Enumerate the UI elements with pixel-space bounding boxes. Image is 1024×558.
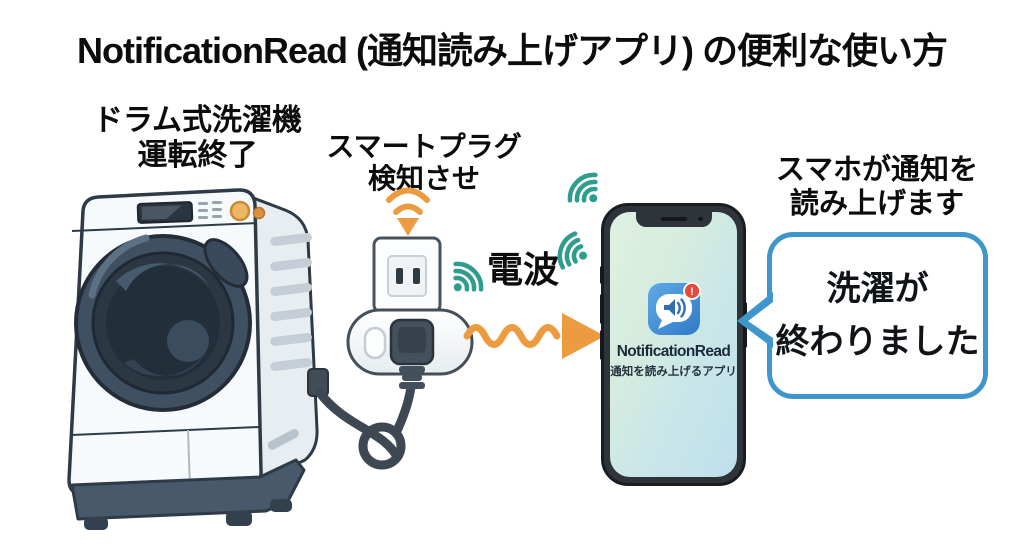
speech-bubble-speaker-icon [655, 294, 692, 329]
detect-arcs-icon [386, 187, 430, 215]
wall-outlet [372, 236, 442, 314]
control-grill-icon [198, 201, 222, 219]
speech-bubble: 洗濯が 終わりました [767, 232, 988, 399]
control-display [136, 201, 194, 224]
wifi-icon [453, 261, 484, 292]
vent-slats-icon [267, 232, 312, 450]
smart-plug-illustration [346, 187, 484, 389]
phone-notch [635, 212, 712, 227]
down-arrow-icon [397, 218, 419, 236]
speech-bubble-line1: 洗濯が [826, 269, 929, 308]
phone-label: スマホが通知を 読み上げます [768, 154, 986, 221]
smart-plug-label-line1: スマートプラグ [326, 131, 522, 162]
drum-door [74, 234, 252, 412]
volume-up-button [600, 294, 604, 324]
speech-bubble-line2: 終わりました [775, 322, 980, 361]
washer-label: ドラム式洗濯機 運転終了 [55, 104, 340, 174]
power-button [229, 200, 251, 222]
svg-text:!: ! [690, 286, 694, 298]
speech-bubble-tail [737, 292, 773, 348]
app-name: NotificationRead [616, 343, 731, 360]
app-icon: ! [647, 282, 701, 335]
page-title: NotificationRead (通知読み上げアプリ) の便利な使い方 [77, 30, 948, 71]
earpiece-icon [660, 217, 687, 221]
washer-label-line1: ドラム式洗濯機 [92, 104, 303, 137]
phone-label-line2: 読み上げます [789, 187, 964, 220]
door-handle [203, 238, 249, 288]
notification-badge: ! [682, 282, 701, 300]
washer-base [70, 458, 306, 530]
camera-icon [698, 216, 703, 221]
wave-arrow-icon [463, 313, 605, 359]
plug-button [363, 326, 387, 360]
phone-label-line1: スマホが通知を [775, 154, 979, 186]
volume-down-button [600, 330, 604, 360]
wifi-icon [557, 231, 588, 270]
option-button [252, 206, 266, 220]
smart-plug-label: スマートプラグ 検知させ [318, 131, 530, 196]
smart-plug-label-line2: 検知させ [367, 163, 480, 195]
washer-label-line2: 運転終了 [137, 138, 258, 172]
smartphone-illustration: ! NotificationRead 通知を読み上げるアプリ [600, 203, 747, 486]
mute-switch [600, 266, 604, 284]
plug-head [389, 318, 435, 389]
radio-wave-label: 電波 [487, 249, 560, 290]
power-cord [315, 382, 416, 470]
washing-machine-illustration [67, 188, 416, 530]
phone-screen: ! NotificationRead 通知を読み上げるアプリ [610, 212, 737, 477]
wifi-icon [567, 172, 598, 203]
app-subtitle: 通知を読み上げるアプリ [610, 366, 737, 378]
